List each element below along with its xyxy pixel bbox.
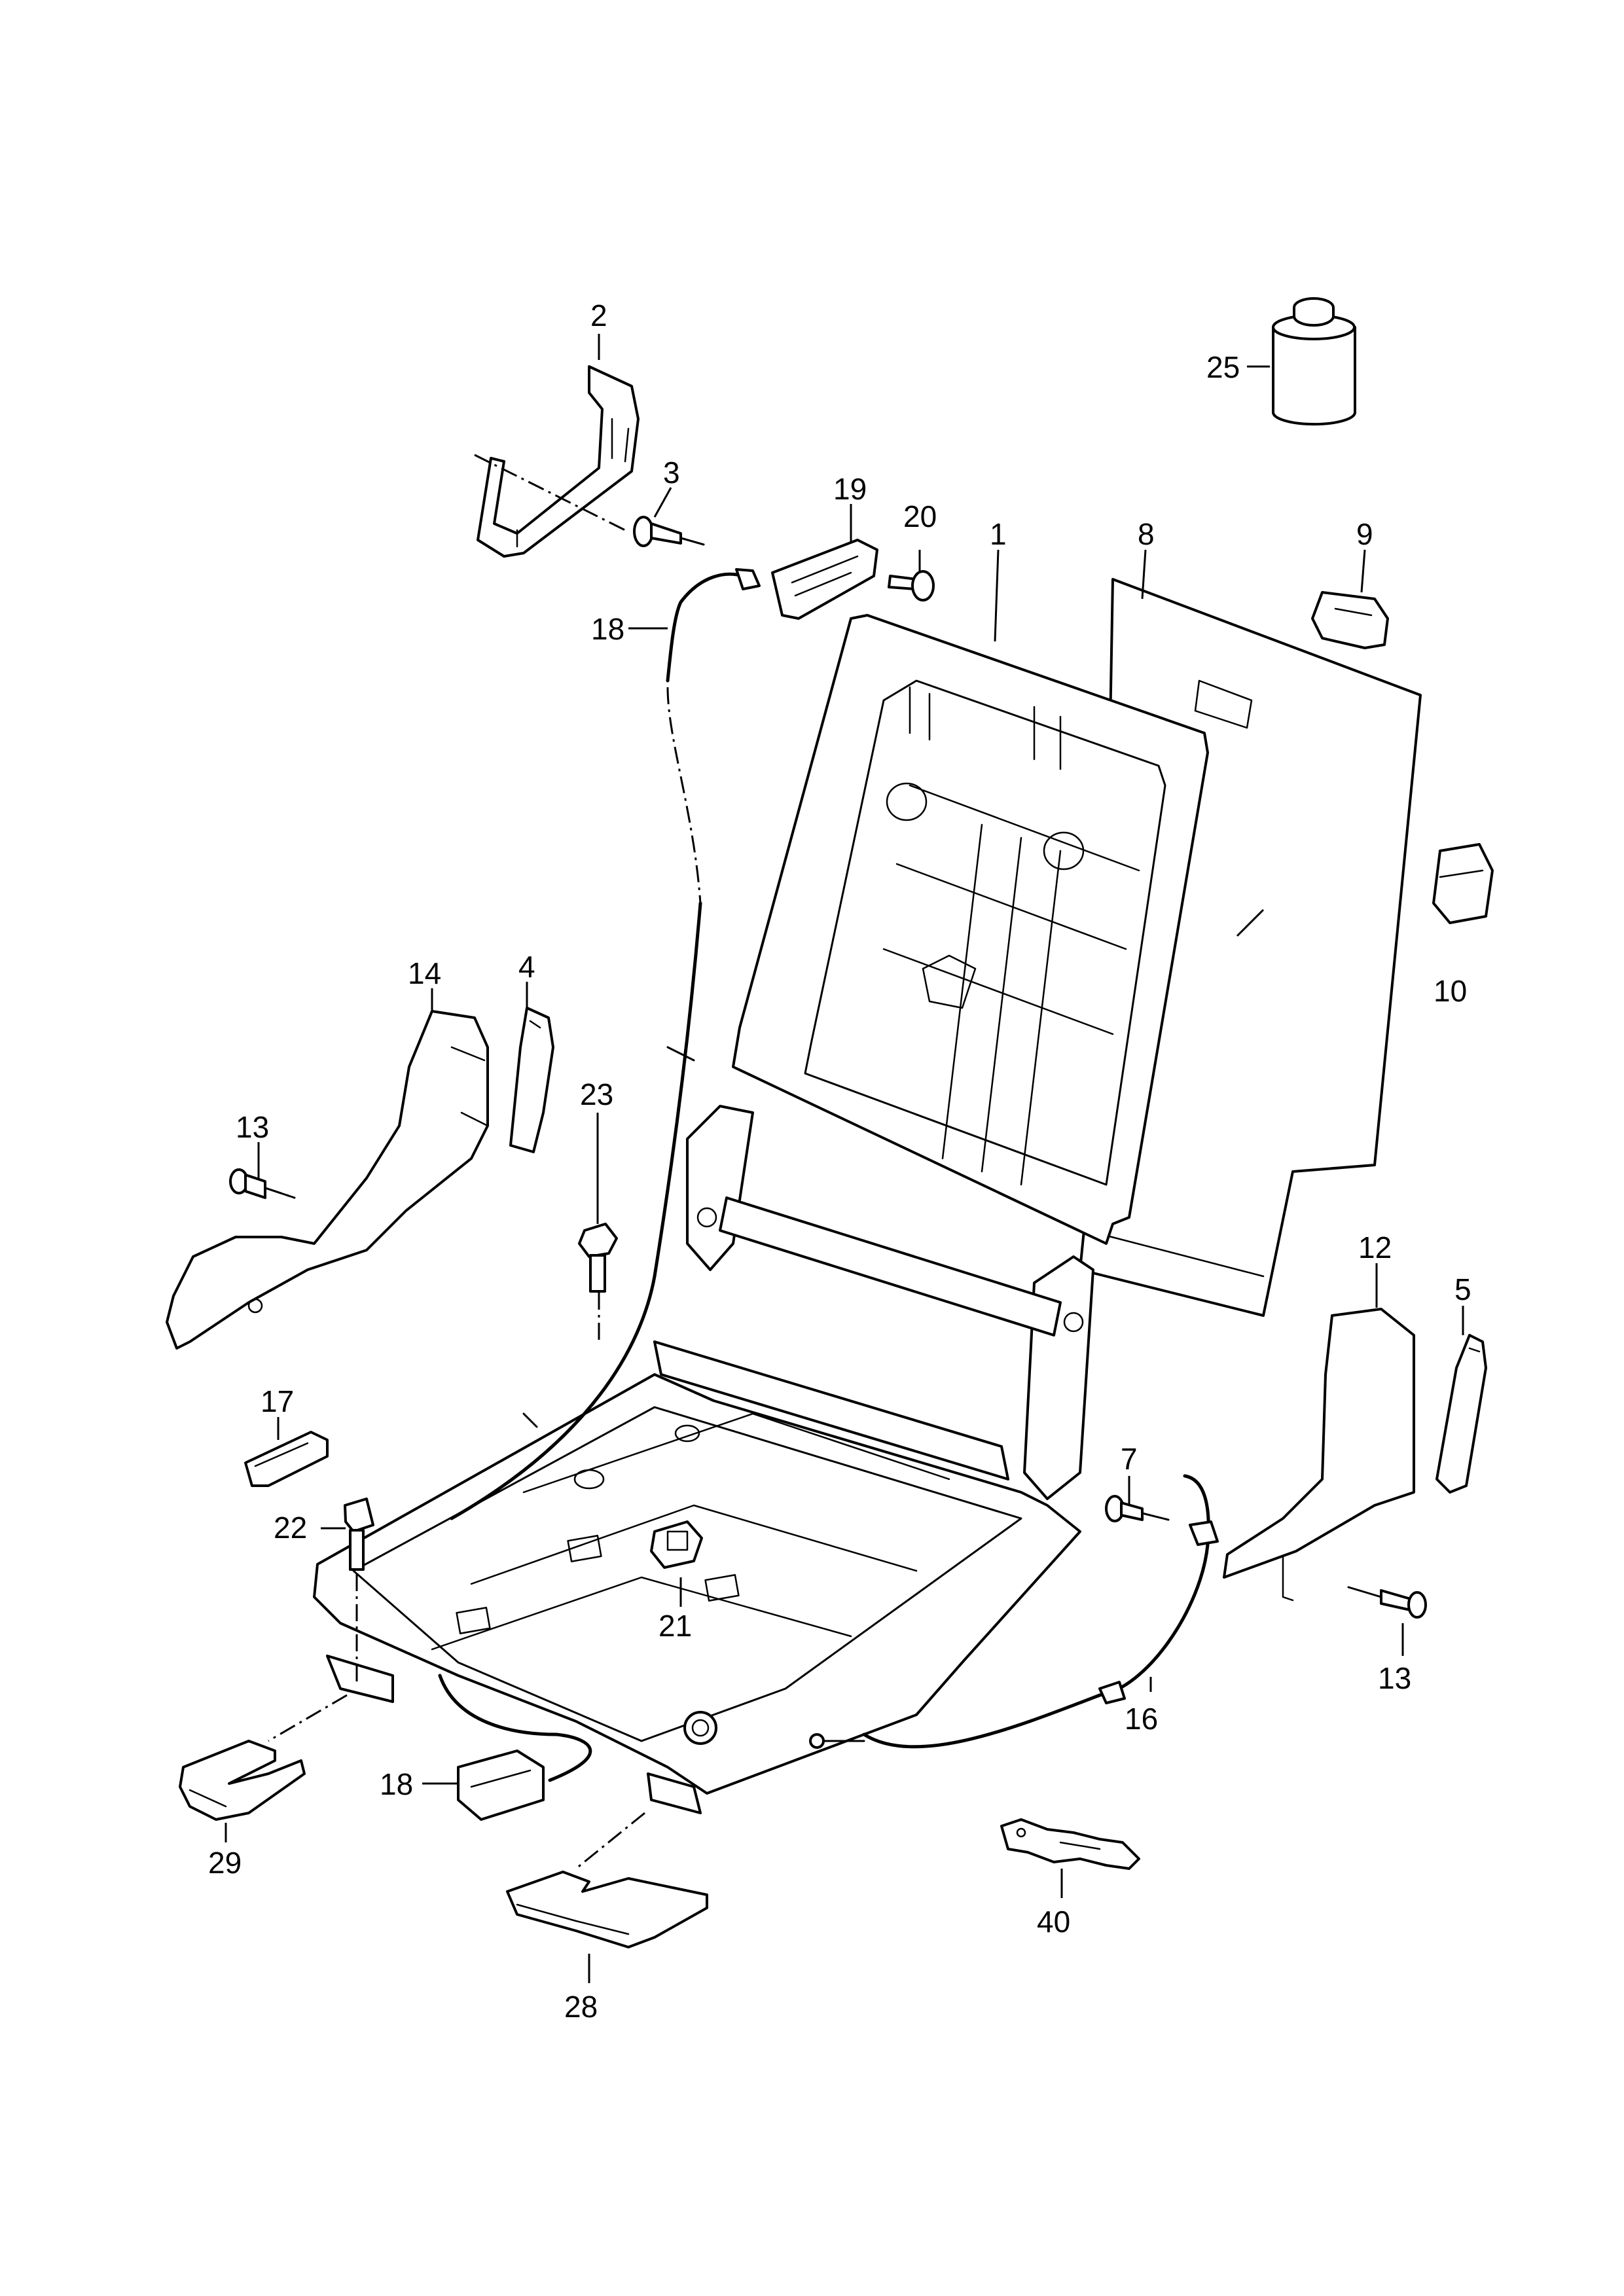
- connector-part-18: [438, 1674, 592, 1821]
- clip-part-10: [1432, 843, 1494, 924]
- trim-strip-part-4: [509, 1007, 554, 1153]
- handle-housing: [771, 539, 878, 620]
- clip-part-9: [1311, 591, 1389, 649]
- side-cover-part-12: [1223, 1308, 1415, 1602]
- callout-18-lower: 18: [380, 1767, 413, 1801]
- release-cable-part-16: [809, 1474, 1219, 1749]
- callout-28: 28: [564, 1990, 598, 2024]
- bracket: [477, 365, 640, 558]
- callout-labels: 1 2 3 4 5 7 8 9 10 12 13 13 14 16 17 18 …: [208, 298, 1471, 2024]
- trim-strip-part-5: [1435, 1334, 1487, 1494]
- callout-29: 29: [208, 1846, 242, 1880]
- callout-40: 40: [1037, 1905, 1070, 1939]
- cable-part-18: [450, 568, 761, 1520]
- callout-1: 1: [990, 517, 1007, 551]
- bolt-part-23: [578, 1223, 618, 1293]
- push-clip-part-13-right: [1347, 1586, 1427, 1619]
- foot-cover-part-28: [506, 1871, 708, 1948]
- callout-7: 7: [1121, 1442, 1138, 1476]
- axis-line-part-2: [474, 454, 626, 531]
- side-cover-part-14: [166, 1010, 489, 1350]
- callout-20: 20: [903, 499, 937, 533]
- clip-part-21: [650, 1520, 703, 1569]
- callout-21: 21: [659, 1609, 692, 1643]
- callout-19: 19: [833, 472, 867, 506]
- callout-9: 9: [1356, 517, 1373, 551]
- callout-13-left: 13: [236, 1110, 269, 1144]
- can-part-25: [1272, 297, 1356, 426]
- callout-8: 8: [1138, 517, 1155, 551]
- axis-line-part-29: [268, 1694, 348, 1742]
- rivet-part-3: [633, 516, 705, 547]
- bolt-part-22: [344, 1498, 374, 1571]
- callout-13-right: 13: [1378, 1661, 1411, 1695]
- screw-part-20: [888, 570, 935, 601]
- foot-cover-part-29: [179, 1740, 306, 1821]
- callout-12: 12: [1358, 1230, 1392, 1265]
- rivet-part-7: [1105, 1495, 1170, 1522]
- leader-lines: [225, 334, 1464, 1983]
- callout-4: 4: [518, 950, 535, 984]
- axis-line-part-13-left: [264, 1187, 295, 1199]
- callout-10: 10: [1434, 974, 1467, 1008]
- callout-25: 25: [1206, 350, 1240, 384]
- callout-16: 16: [1125, 1702, 1158, 1736]
- bracket-part-40: [1000, 1818, 1140, 1870]
- callout-3: 3: [663, 456, 680, 490]
- callout-23: 23: [580, 1077, 613, 1111]
- callout-18-upper: 18: [591, 612, 624, 646]
- handle-cap-part-17: [244, 1431, 329, 1487]
- push-clip-part-13-left: [229, 1168, 296, 1199]
- callout-5: 5: [1454, 1272, 1471, 1306]
- seat-frame: [313, 614, 1209, 1814]
- callout-2: 2: [590, 298, 607, 332]
- callout-17: 17: [261, 1384, 294, 1418]
- callout-14: 14: [408, 956, 441, 990]
- callout-22: 22: [274, 1511, 307, 1545]
- axis-line-part-28: [575, 1812, 645, 1870]
